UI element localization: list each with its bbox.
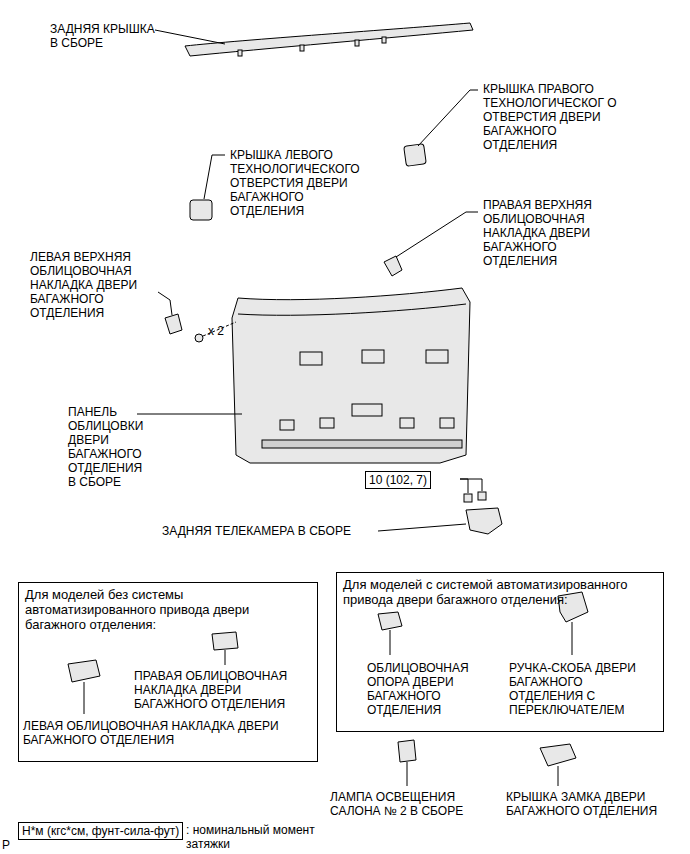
torque-value: 10 (102, 7): [366, 472, 430, 488]
part-label: ЛАМПА ОСВЕЩЕНИЯ САЛОНА № 2 В СБОРЕ: [330, 790, 465, 818]
quantity-label: x 2: [208, 324, 248, 338]
part-label: ЛЕВАЯ ОБЛИЦОВОЧНАЯ НАКЛАДКА ДВЕРИ БАГАЖН…: [23, 719, 313, 747]
part-label: ПРАВАЯ ВЕРХНЯЯ ОБЛИЦОВОЧНАЯ НАКЛАДКА ДВЕ…: [483, 198, 613, 268]
part-label: ОБЛИЦОВОЧНАЯ ОПОРА ДВЕРИ БАГАЖНОГО ОТДЕЛ…: [367, 661, 497, 717]
figure-code: P: [2, 838, 22, 852]
part-label: ЗАДНЯЯ ТЕЛЕКАМЕРА В СБОРЕ: [162, 524, 372, 538]
part-label: ПАНЕЛЬ ОБЛИЦОВКИ ДВЕРИ БАГАЖНОГО ОТДЕЛЕН…: [68, 405, 153, 489]
part-label: ПРАВАЯ ОБЛИЦОВОЧНАЯ НАКЛАДКА ДВЕРИ БАГАЖ…: [134, 669, 314, 711]
legend-note: : номинальный момент затяжки: [186, 823, 316, 851]
part-label: КРЫШКА ЛЕВОГО ТЕХНОЛОГИЧЕСКОГО ОТВЕРСТИЯ…: [230, 148, 380, 218]
part-label: ЗАДНЯЯ КРЫШКА В СБОРЕ: [50, 22, 162, 50]
unit-box: Н*м (кгс*см, фунт-сила-фут): [18, 822, 183, 840]
torque-units: Н*м (кгс*см, фунт-сила-фут): [19, 823, 182, 839]
part-label: КРЫШКА ПРАВОГО ТЕХНОЛОГИЧЕСКОГ О ОТВЕРСТ…: [483, 82, 633, 152]
variant-heading: Для моделей с системой автоматизированно…: [343, 577, 653, 607]
variant-box: Для моделей с системой автоматизированно…: [336, 572, 664, 732]
variant-box: Для моделей без системы автоматизированн…: [18, 582, 318, 762]
part-label: РУЧКА-СКОБА ДВЕРИ БАГАЖНОГО ОТДЕЛЕНИЯ С …: [509, 661, 659, 717]
variant-heading: Для моделей без системы автоматизированн…: [25, 587, 310, 632]
torque-box: 10 (102, 7): [365, 471, 431, 489]
part-label: КРЫШКА ЗАМКА ДВЕРИ БАГАЖНОГО ОТДЕЛЕНИЯ: [506, 790, 681, 818]
part-label: ЛЕВАЯ ВЕРХНЯЯ ОБЛИЦОВОЧНАЯ НАКЛАДКА ДВЕР…: [30, 250, 160, 320]
